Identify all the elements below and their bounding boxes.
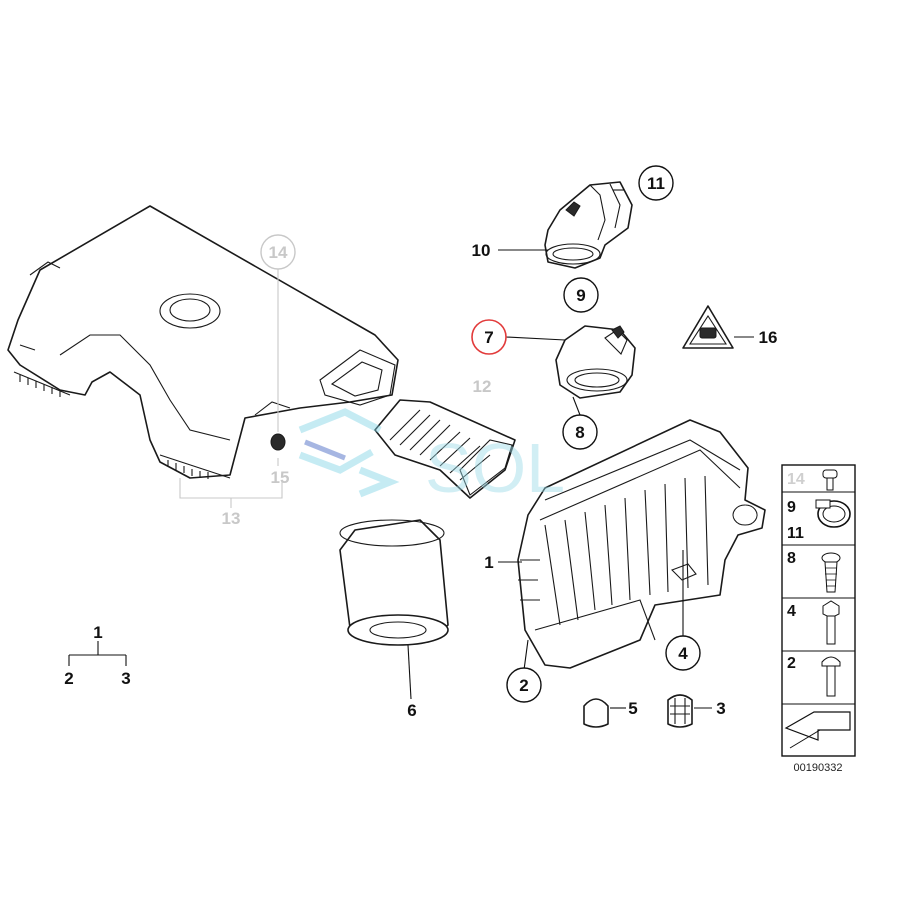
tree-root-label: 1 (93, 623, 102, 642)
warning-label-part (682, 305, 734, 349)
tree-left-label: 2 (64, 669, 73, 688)
fastener-2-label: 2 (787, 655, 796, 672)
callout-2-label: 2 (519, 676, 528, 695)
fastener-11-label: 11 (787, 525, 804, 542)
fastener-9-label: 9 (787, 499, 796, 516)
callout-15-label: 15 (271, 468, 290, 487)
filter-housing-part (517, 419, 766, 669)
watermark-logo: SOL (298, 408, 565, 507)
callout-16-label: 16 (759, 328, 778, 347)
rubber-mount-part (667, 694, 693, 728)
fastener-4-label: 4 (787, 603, 796, 620)
callout-8-label: 8 (575, 423, 584, 442)
callout-1-label: 1 (484, 553, 493, 572)
air-mass-meter-part (555, 325, 636, 399)
intake-boot-part (544, 181, 633, 269)
callout-11-circle (638, 165, 674, 201)
intake-cover-part (7, 205, 399, 479)
fastener-8-label: 8 (787, 550, 796, 567)
callout-10-label: 10 (472, 241, 491, 260)
callout-4-circle (665, 635, 701, 671)
filter-element-part (339, 519, 449, 646)
callout-8-circle (562, 414, 598, 450)
callout-7-circle-highlight (471, 319, 507, 355)
tree-right-label: 3 (121, 669, 130, 688)
callout-9-circle (563, 277, 599, 313)
rubber-cap-part (583, 698, 609, 728)
callout-2-circle (506, 667, 542, 703)
callout-7-label: 7 (484, 328, 493, 347)
svg-text:SOL: SOL (425, 429, 565, 507)
callout-6-label: 6 (407, 701, 416, 720)
intake-duct-part (374, 399, 516, 499)
callouts (260, 165, 701, 703)
callout-4-label: 4 (678, 644, 688, 663)
callout-11-label: 11 (647, 174, 665, 193)
fastener-panel: 14 9 11 8 4 2 (781, 464, 856, 757)
fastener-14-label: 14 (787, 471, 805, 488)
callout-13-label: 13 (222, 509, 241, 528)
callout-14-circle (260, 234, 296, 270)
callout-14-label: 14 (269, 243, 288, 262)
diagram-code: 00190332 (794, 762, 843, 774)
callout-3-label: 3 (716, 699, 725, 718)
callout-9-label: 9 (576, 286, 585, 305)
leader-lines (68, 189, 754, 709)
callout-12-label: 12 (473, 377, 492, 396)
callout-5-label: 5 (628, 699, 637, 718)
